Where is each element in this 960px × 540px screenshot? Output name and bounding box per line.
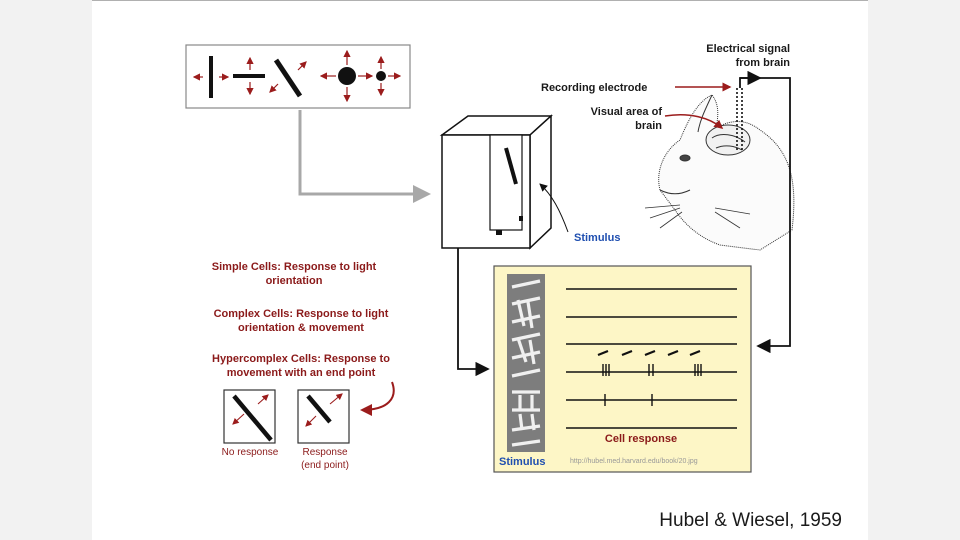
visual-area-label: Visual area of brain — [590, 106, 662, 132]
visual-area-arrow — [664, 114, 724, 129]
simple-cells-label: Simple Cells: Response to light orientat… — [211, 261, 377, 287]
complex-cells-label: Complex Cells: Response to light orienta… — [213, 308, 389, 334]
cat-head-illustration — [644, 94, 795, 251]
monitor-icon — [439, 114, 553, 250]
no-response-box — [223, 389, 276, 444]
stimulus-label: Stimulus — [574, 232, 621, 244]
gray-arrow — [298, 110, 431, 203]
source-url-label: http://hubel.med.harvard.edu/book/20.jpg — [570, 458, 698, 465]
monitor-to-panel-arrow — [457, 248, 490, 377]
no-response-label: No response — [221, 447, 279, 458]
cell-response-panel — [493, 265, 752, 473]
end-point-response-box — [297, 389, 350, 444]
citation: Hubel & Wiesel, 1959 — [659, 510, 842, 531]
slide-top-border — [92, 0, 868, 1]
electrical-signal-label: Electrical signal from brain — [706, 43, 790, 69]
end-point-response-label: Response (end point) — [301, 447, 349, 471]
signal-loop — [739, 77, 791, 354]
stimulus-panel-label: Stimulus — [499, 456, 546, 468]
cell-response-label: Cell response — [604, 433, 678, 445]
recording-electrode-label: Recording electrode — [541, 82, 648, 94]
stimulus-shapes-box — [185, 44, 411, 109]
hypercomplex-pointer-arrow — [360, 381, 395, 416]
stimulus-pointer-arrow — [539, 183, 569, 233]
hypercomplex-cells-label: Hypercomplex Cells: Response to movement… — [212, 353, 390, 379]
